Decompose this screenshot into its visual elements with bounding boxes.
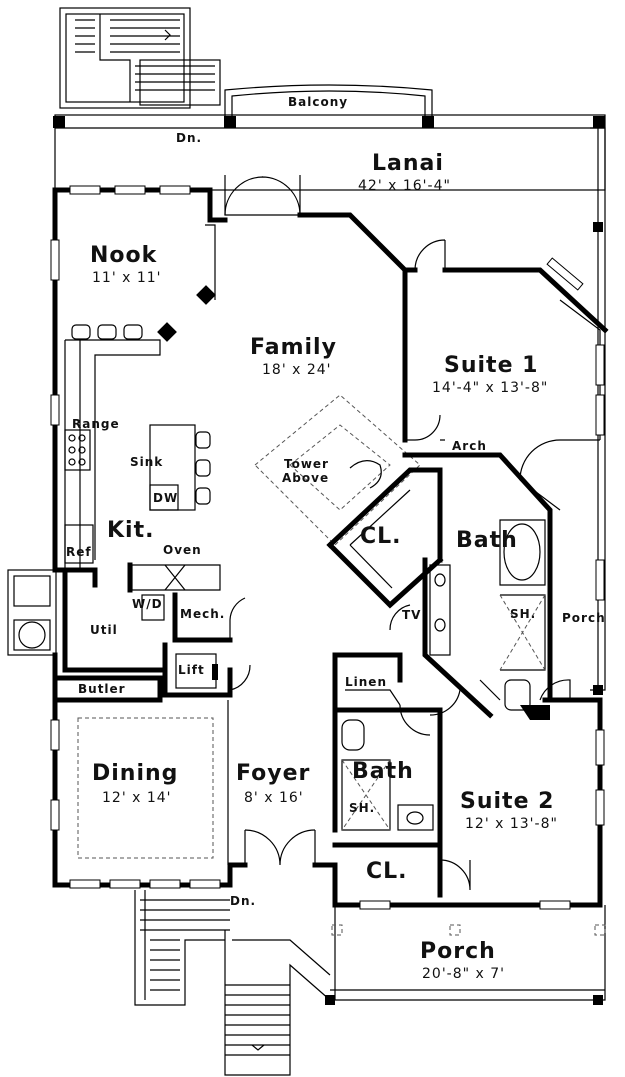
label-porch-side: Porch [562,611,606,625]
label-family: Family [250,335,337,360]
label-tv: TV [402,608,421,622]
label-suite2: Suite 2 [460,789,554,814]
label-dw: DW [153,491,178,505]
label-sink: Sink [130,455,163,469]
butler-counter [52,675,163,703]
label-lift: Lift [178,663,205,677]
label-sh2: SH. [349,801,375,815]
dining-area [77,717,214,859]
label-bath2: Bath [352,759,414,784]
label-dining-dim: 12' x 14' [102,790,172,806]
label-arch: Arch [452,439,487,453]
label-foyer: Foyer [236,761,310,786]
kitchen-counters [64,322,221,591]
balcony-rail [224,84,433,120]
bath1-fixtures [389,519,550,720]
label-dn-top: Dn. [176,131,202,145]
label-ref: Ref [66,545,92,559]
label-linen: Linen [345,675,387,689]
label-porch: Porch [420,939,496,964]
label-suite2-dim: 12' x 13'-8" [465,816,558,832]
label-dn-bottom: Dn. [230,894,256,908]
label-mech: Mech. [180,607,225,621]
front-porch [330,905,606,1001]
label-cl2: CL. [366,859,408,884]
label-wd: W/D [132,597,163,611]
label-kit: Kit. [107,518,154,543]
top-stair [59,7,221,109]
suite2-walls [332,652,571,910]
tower-above [254,394,421,546]
label-balcony: Balcony [288,95,348,109]
label-nook-dim: 11' x 11' [92,270,162,286]
label-foyer-dim: 8' x 16' [244,790,304,806]
label-porch-dim: 20'-8" x 7' [422,966,505,982]
label-tower-above: Above [282,471,329,485]
label-family-dim: 18' x 24' [262,362,332,378]
label-dining: Dining [92,761,178,786]
label-lanai-dim: 42' x 16'-4" [358,178,451,194]
label-util: Util [90,623,118,637]
label-lanai: Lanai [372,151,444,176]
front-door [244,830,316,865]
suite1-walls [402,239,605,826]
label-oven: Oven [163,543,202,557]
lanai-door [224,175,301,216]
label-sh1: SH. [510,607,536,621]
label-bath1: Bath [456,528,518,553]
label-suite1-dim: 14'-4" x 13'-8" [432,380,548,396]
label-butler: Butler [78,682,126,696]
label-tower: Tower [284,457,329,471]
label-cl1: CL. [360,524,402,549]
lanai-deck [54,114,606,191]
label-suite1: Suite 1 [444,353,538,378]
service-rooms [7,562,251,698]
label-range: Range [72,417,120,431]
label-nook: Nook [90,243,158,268]
bottom-stair [134,890,331,1076]
